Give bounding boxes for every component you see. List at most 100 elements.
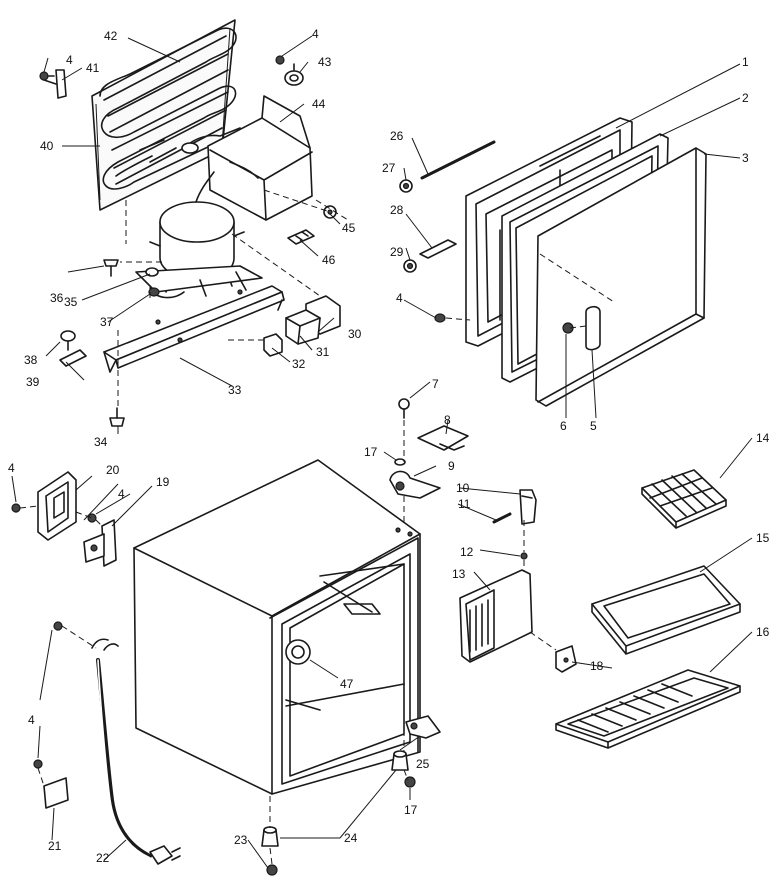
pin-11 <box>492 512 512 524</box>
washer-17-bottom <box>404 776 416 788</box>
callout-23: 23 <box>234 833 248 847</box>
leg-24-front <box>261 826 279 847</box>
shelf-16 <box>555 669 741 749</box>
callout-4: 4 <box>118 487 125 501</box>
callout-38: 38 <box>24 353 38 367</box>
nut-27 <box>399 179 413 193</box>
callout-17: 17 <box>404 803 418 817</box>
washer-17-top <box>394 458 406 466</box>
callout-40: 40 <box>40 139 54 153</box>
callout-31: 31 <box>316 345 330 359</box>
callout-47: 47 <box>340 677 354 691</box>
callout-8: 8 <box>444 413 451 427</box>
leg-24-rear <box>391 750 409 771</box>
callout-3: 3 <box>742 151 749 165</box>
callout-13: 13 <box>452 567 466 581</box>
callout-24: 24 <box>344 831 358 845</box>
callout-4: 4 <box>8 461 15 475</box>
callout-44: 44 <box>312 97 326 111</box>
screw-4-cord-b <box>33 759 43 769</box>
callout-33: 33 <box>228 383 242 397</box>
callout-7: 7 <box>432 377 439 391</box>
grommet-43 <box>284 63 304 86</box>
screw-38 <box>60 330 76 351</box>
door-outer-3 <box>535 147 707 407</box>
mounting-bracket-33 <box>103 285 285 373</box>
screw-4-top <box>275 55 285 65</box>
callout-21: 21 <box>48 839 62 853</box>
callout-17: 17 <box>364 445 378 459</box>
callout-9: 9 <box>448 459 455 473</box>
shroud-44 <box>181 95 313 221</box>
callout-4: 4 <box>396 291 403 305</box>
handle-5 <box>585 305 601 351</box>
latch-10 <box>519 489 537 525</box>
fastener-45 <box>323 205 337 219</box>
callout-35: 35 <box>64 295 78 309</box>
cord-clip-21 <box>43 777 69 809</box>
cover-32 <box>263 333 283 357</box>
ice-tray-14 <box>641 469 727 529</box>
callout-46: 46 <box>322 253 336 267</box>
callout-18: 18 <box>590 659 604 673</box>
screw-4-left-a <box>11 503 21 513</box>
callout-11: 11 <box>458 497 471 511</box>
callout-34: 34 <box>94 435 108 449</box>
screw-4-left-b <box>87 513 97 523</box>
callout-4: 4 <box>66 53 73 67</box>
drip-tray-13 <box>459 569 533 663</box>
callout-20: 20 <box>106 463 120 477</box>
screw-4-top-left <box>39 71 55 81</box>
callout-1: 1 <box>742 55 749 69</box>
callout-27: 27 <box>382 161 396 175</box>
callout-30: 30 <box>348 327 362 341</box>
callout-25: 25 <box>416 757 430 771</box>
callout-36: 36 <box>50 291 64 305</box>
callout-2: 2 <box>742 91 749 105</box>
nut-29 <box>403 259 417 273</box>
callout-37: 37 <box>100 315 114 329</box>
callout-16: 16 <box>756 625 770 639</box>
cabinet <box>133 459 421 795</box>
hinge-9 <box>389 470 441 499</box>
thermostat-cover-20 <box>37 471 77 541</box>
clip-41 <box>43 69 67 99</box>
callout-5: 5 <box>590 419 597 433</box>
shelf-28 <box>419 239 457 259</box>
callout-15: 15 <box>756 531 770 545</box>
callout-26: 26 <box>390 129 404 143</box>
screw-7 <box>398 398 410 419</box>
callout-12: 12 <box>460 545 474 559</box>
condenser-coil <box>91 19 237 211</box>
bolt-34 <box>109 407 125 427</box>
clip-46 <box>287 229 315 245</box>
sleeve-37 <box>148 287 160 297</box>
bolt-36 <box>103 259 119 277</box>
clamp-39 <box>59 349 87 367</box>
screw-12 <box>520 552 528 560</box>
callout-45: 45 <box>342 221 356 235</box>
callout-42: 42 <box>104 29 118 43</box>
chiller-tray-15 <box>591 565 741 655</box>
screw-4-door <box>434 313 446 323</box>
power-cord-22 <box>91 638 181 865</box>
callout-22: 22 <box>96 851 110 865</box>
callout-4: 4 <box>28 713 35 727</box>
callouts: 1 2 3 4 4 4 4 4 4 4 5 6 7 8 9 10 11 12 1… <box>8 27 770 865</box>
callout-4: 4 <box>312 27 319 41</box>
bracket-19 <box>83 519 117 567</box>
callout-10: 10 <box>456 481 470 495</box>
hinge-8 <box>417 425 469 451</box>
callout-43: 43 <box>318 55 332 69</box>
callout-14: 14 <box>756 431 770 445</box>
bracket-18 <box>555 645 577 673</box>
callout-19: 19 <box>156 475 170 489</box>
callout-32: 32 <box>292 357 306 371</box>
rod-26 <box>420 140 496 180</box>
callout-41: 41 <box>86 61 100 75</box>
screw-23 <box>266 864 278 876</box>
screw-4-cord-a <box>53 621 63 631</box>
leader-lines <box>11 35 753 869</box>
overload-31 <box>285 309 321 345</box>
